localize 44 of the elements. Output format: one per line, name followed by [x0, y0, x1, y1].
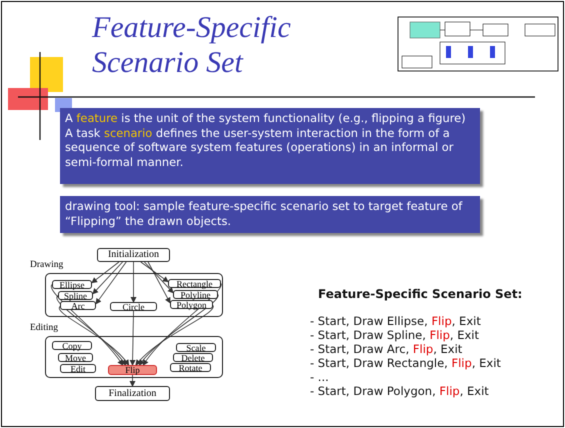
arrow	[56, 295, 126, 366]
arrow	[92, 262, 123, 294]
step-box: Polyline	[173, 290, 218, 299]
step-box: Initialization	[97, 248, 170, 262]
step-box: Ellipse	[52, 280, 92, 289]
arrow	[95, 262, 127, 304]
list-item: - Start, Draw Polygon, Flip, Exit	[310, 384, 489, 398]
step-box: Polygon	[170, 300, 213, 309]
step-box: Arc	[60, 301, 96, 310]
list-heading: Feature-Specific Scenario Set:	[318, 287, 522, 301]
arrow	[91, 262, 120, 284]
step-box: Move	[58, 353, 93, 362]
list-item: - Start, Draw Rectangle, Flip, Exit	[310, 356, 501, 370]
arrow	[138, 294, 218, 366]
list-item: - Start, Draw Spline, Flip, Exit	[310, 328, 479, 342]
step-box: Circle	[110, 302, 157, 311]
panel-text: drawing tool: sample feature-specific scenario set to target feature of “Flipping” the drawn objects.	[65, 199, 464, 228]
arrow	[130, 374, 136, 387]
panel-text: A feature is the unit of the system functionality (e.g., flipping a figure)	[65, 111, 467, 126]
arrow	[140, 262, 169, 282]
arrow	[130, 310, 136, 366]
list-item: - Start, Draw Arc, Flip, Exit	[310, 342, 462, 356]
arrow	[130, 262, 136, 303]
step-box: Copy	[52, 341, 92, 350]
text-panel	[60, 196, 480, 233]
group-heading: Editing	[30, 323, 58, 333]
arrow	[144, 262, 174, 294]
step-box: Rotate	[170, 363, 211, 372]
list-item: - Start, Draw Ellipse, Flip, Exit	[310, 314, 481, 328]
panel-text: A task scenario defines the user-system interaction in the form of a sequence of software system features (operations) in an informal or semi-formal manner.	[65, 126, 454, 169]
step-box: Spline	[58, 291, 93, 300]
step-box: Edit	[60, 364, 96, 373]
step-box: Scale	[176, 343, 216, 352]
arrow	[58, 306, 130, 366]
slide-title: Feature-Specific Scenario Set	[92, 10, 292, 80]
arrow	[135, 305, 214, 366]
arrow	[148, 262, 170, 304]
step-box: Delete	[173, 353, 213, 362]
step-box: Finalization	[95, 386, 170, 401]
highlighted-step-box: Flip	[108, 365, 157, 375]
text-panel	[60, 108, 480, 184]
list-item: - ...	[310, 370, 329, 384]
group-heading: Drawing	[30, 260, 64, 270]
step-box: Rectangle	[168, 279, 221, 288]
